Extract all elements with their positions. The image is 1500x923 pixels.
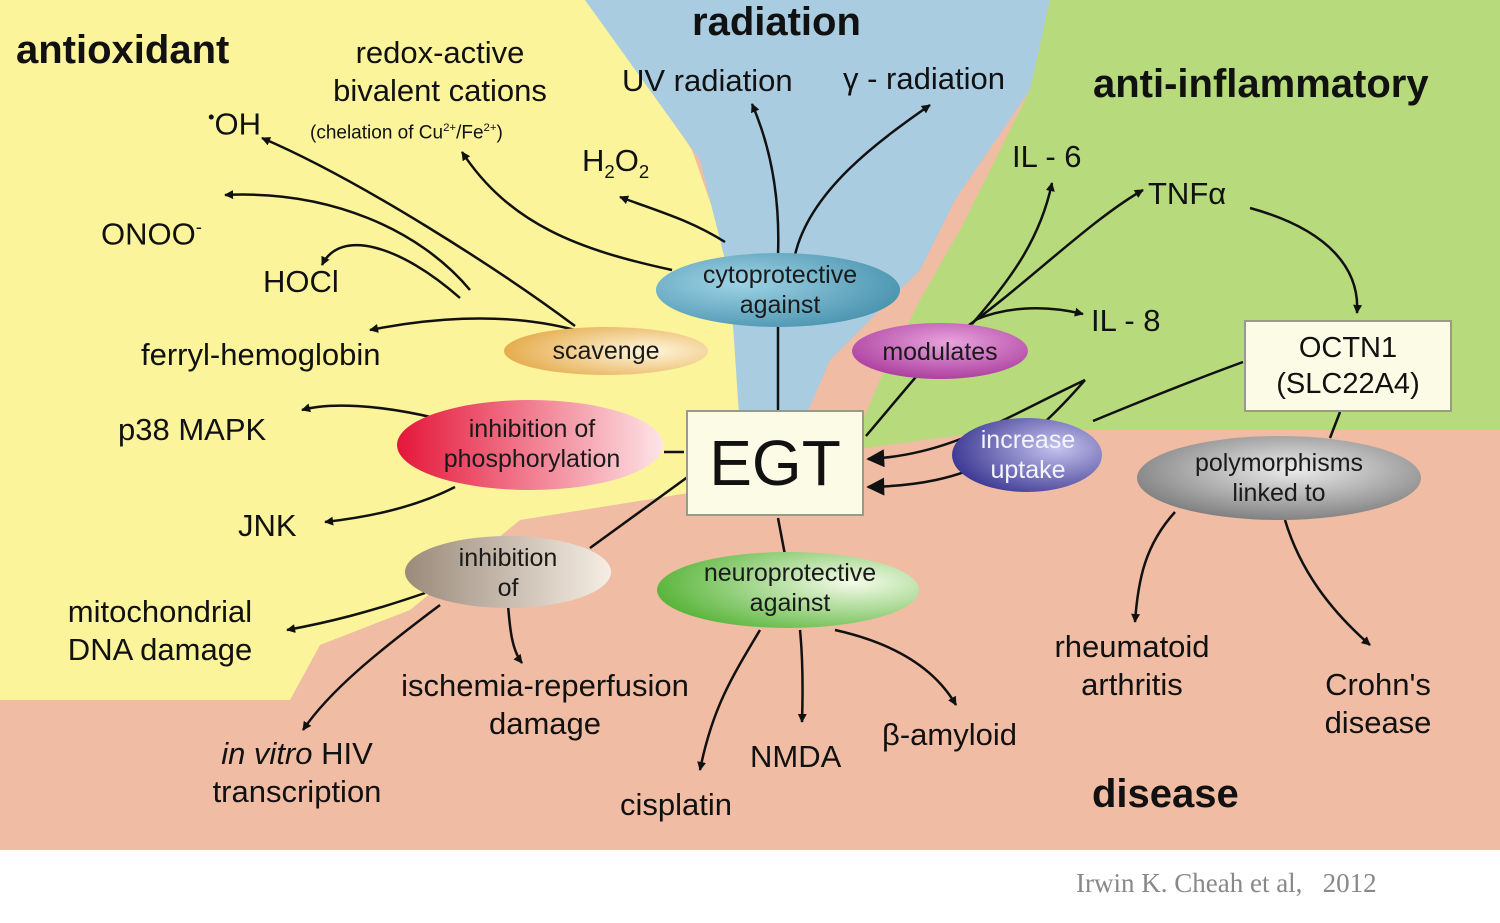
connector-lines xyxy=(589,326,1342,556)
ferryl-hemoglobin-label: ferryl-hemoglobin xyxy=(141,337,381,372)
il6-label: IL - 6 xyxy=(1012,139,1082,174)
inhibition-of-oval xyxy=(405,536,611,608)
chelation-label: (chelation of Cu2+/Fe2+) xyxy=(310,122,503,144)
jnk-label: JNK xyxy=(238,508,297,543)
citation: Irwin K. Cheah et al, 2012 xyxy=(1076,868,1377,898)
p38-mapk-label: p38 MAPK xyxy=(118,412,267,447)
anti-inflammatory-label: anti-inflammatory xyxy=(1093,62,1429,106)
scavenge-oval-label: scavenge xyxy=(552,337,660,365)
peroxynitrite-label: ONOO- xyxy=(101,216,202,252)
polymorphisms-oval xyxy=(1137,436,1421,520)
inhibition-of-phosphorylation-oval xyxy=(397,400,663,490)
diagram: antioxidant radiation anti-inflammatory … xyxy=(0,0,1500,850)
antioxidant-region xyxy=(0,0,770,700)
cisplatin-label: cisplatin xyxy=(620,787,732,822)
antioxidant-label: antioxidant xyxy=(16,28,230,72)
modulates-oval xyxy=(852,323,1028,379)
radiation-region xyxy=(585,0,1050,430)
gamma-radiation-label: γ - radiation xyxy=(843,61,1005,96)
diagram-canvas xyxy=(0,0,1500,850)
scavenge-oval xyxy=(504,327,708,375)
hydroxyl-radical-label: •OH xyxy=(208,106,262,142)
modulates-oval-label: modulates xyxy=(882,338,998,366)
beta-amyloid-label: β-amyloid xyxy=(882,717,1017,752)
cytoprotective-oval xyxy=(656,253,900,327)
increase-uptake-oval xyxy=(952,418,1102,492)
octn1-box: OCTN1(SLC22A4) xyxy=(1244,320,1452,412)
tnf-alpha-label: TNFα xyxy=(1148,176,1227,211)
nmda-label: NMDA xyxy=(750,739,842,774)
radiation-label: radiation xyxy=(692,0,861,44)
egt-box: EGT xyxy=(686,410,864,516)
disease-label: disease xyxy=(1092,772,1239,816)
arrows xyxy=(224,103,1371,771)
neuroprotective-oval xyxy=(657,552,919,628)
il8-label: IL - 8 xyxy=(1091,303,1161,338)
egt-label: EGT xyxy=(709,427,841,499)
hocl-label: HOCl xyxy=(263,264,339,299)
uv-radiation-label: UV radiation xyxy=(622,63,793,98)
h2o2-label: H2O2 xyxy=(582,143,650,183)
